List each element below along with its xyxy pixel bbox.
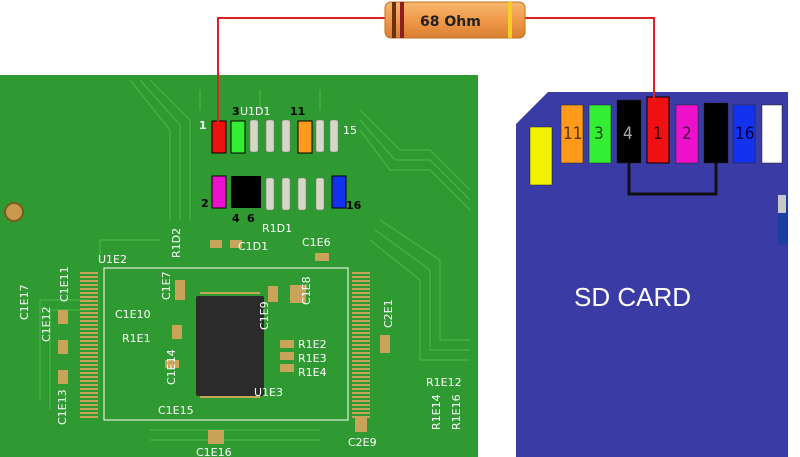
sd-card: 11 3 4 1 2 16 SD CARD — [516, 92, 788, 457]
pad-pin-2 — [211, 175, 227, 209]
pcb-board: U1D1 R1D1 C1D1 R1D2 C1E6 U1E2 C1E7 C1E8 … — [0, 75, 478, 457]
pad-pin-4-label: 4 — [232, 212, 240, 225]
pad-pin-11-label: 11 — [290, 105, 305, 118]
label-c2e9: C2E9 — [348, 436, 377, 449]
wire-and-resistor: 68 Ohm — [217, 1, 655, 124]
ic-pins-right — [352, 270, 370, 420]
label-c1e15: C1E15 — [158, 404, 194, 417]
pad-pin-6-label: 6 — [247, 212, 255, 225]
sd-pin-4-label: 4 — [623, 124, 633, 144]
sd-pin-16 — [732, 104, 756, 164]
label-c1e10: C1E10 — [115, 308, 151, 321]
sd-pin-11-label: 11 — [563, 124, 582, 144]
sd-pin-1-label: 1 — [653, 124, 663, 144]
label-c1e13: C1E13 — [56, 389, 69, 425]
sd-pin-3 — [588, 104, 612, 164]
pad-pin-16-label: 16 — [346, 199, 362, 212]
label-r1e2: R1E2 — [298, 338, 327, 351]
sd-pin-2-label: 2 — [682, 124, 692, 144]
sd-pin-16-label: 16 — [735, 124, 754, 144]
pad-pin-3-label: 3 — [232, 105, 240, 118]
ground-bridge — [627, 163, 718, 196]
pcb-pads-bottom: 2 4 6 16 — [201, 175, 362, 225]
label-r1e1: R1E1 — [122, 332, 151, 345]
label-c1e14: C1E14 — [165, 349, 178, 385]
main-chip-pins-top — [200, 290, 260, 298]
sd-pin-yellow — [529, 126, 553, 186]
pad-pin-4-6 — [231, 176, 261, 208]
label-r1e14: R1E14 — [430, 394, 443, 430]
pad-pin-1-label: 1 — [199, 119, 207, 132]
label-r1e3: R1E3 — [298, 352, 327, 365]
label-c1e17: C1E17 — [18, 284, 31, 320]
label-r1d1: R1D1 — [262, 222, 292, 235]
label-c1e16: C1E16 — [196, 446, 232, 457]
label-u1e2: U1E2 — [98, 253, 127, 266]
sd-pin-11 — [560, 104, 584, 164]
sd-card-title: SD CARD — [574, 282, 691, 312]
pcb-traces — [39, 79, 471, 441]
label-c1e9: C1E9 — [258, 301, 271, 330]
write-protect-slider — [778, 195, 786, 213]
mounting-hole — [4, 202, 24, 222]
label-u1e3: U1E3 — [254, 386, 283, 399]
sd-pin-white — [761, 104, 783, 164]
sd-pin-black — [703, 102, 729, 164]
smd-components — [58, 240, 390, 444]
label-c2e1: C2E1 — [382, 299, 395, 328]
ic-pins-left — [80, 270, 98, 420]
resistor-label: 68 Ohm — [420, 14, 481, 30]
sd-pin-1 — [646, 96, 670, 164]
label-r1e16: R1E16 — [450, 394, 463, 430]
label-r1d2: R1D2 — [170, 228, 183, 258]
pcb-pads-top: 1 3 11 15 — [199, 105, 357, 154]
pcb-labels: U1D1 R1D1 C1D1 R1D2 C1E6 U1E2 C1E7 C1E8 … — [18, 105, 463, 457]
label-c1e8: C1E8 — [300, 276, 313, 305]
main-chip — [196, 296, 264, 396]
pad-pin-15-label: 15 — [343, 124, 357, 137]
label-c1e11: C1E11 — [58, 266, 71, 302]
resistor-band-1 — [392, 2, 396, 38]
label-c1e12: C1E12 — [40, 306, 53, 342]
label-c1e7: C1E7 — [160, 271, 173, 300]
label-c1d1: C1D1 — [238, 240, 268, 253]
sd-card-body — [516, 92, 788, 457]
pad-pin-1 — [211, 120, 227, 154]
resistor-body — [384, 1, 526, 39]
label-u1d1: U1D1 — [240, 105, 271, 118]
label-r1e12: R1E12 — [426, 376, 462, 389]
sd-pin-3-label: 3 — [594, 124, 604, 144]
write-protect-switch — [778, 195, 788, 245]
u1d1-pads — [249, 119, 339, 211]
sd-pin-2 — [675, 104, 699, 164]
resistor-band-3 — [508, 2, 512, 38]
sd-pins — [529, 96, 783, 186]
pad-pin-11 — [297, 120, 313, 154]
label-c1e6: C1E6 — [302, 236, 331, 249]
pad-pin-3 — [230, 120, 246, 154]
chip-outline — [103, 267, 349, 421]
pad-pin-16 — [331, 175, 347, 209]
resistor-band-2 — [400, 2, 404, 38]
pad-pin-2-label: 2 — [201, 197, 209, 210]
label-r1e4: R1E4 — [298, 366, 327, 379]
